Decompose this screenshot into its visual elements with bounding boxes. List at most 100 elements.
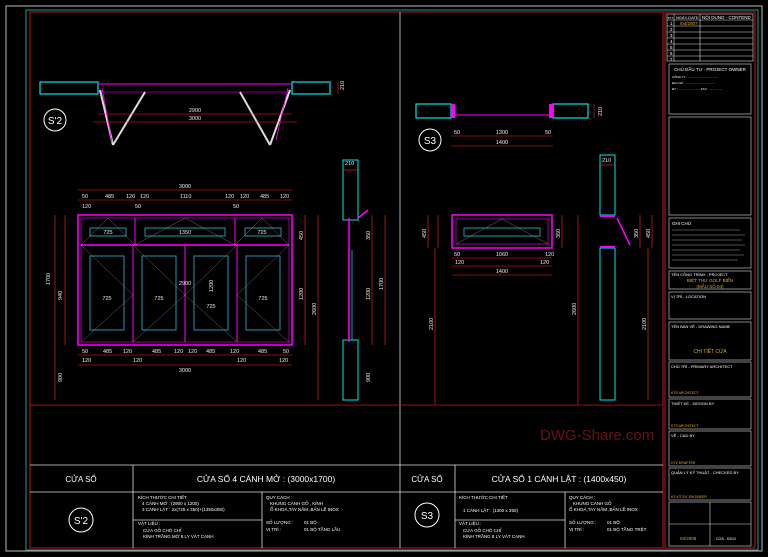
- s2-pane-label: 725: [206, 304, 215, 310]
- s2-plan-view: [39, 81, 339, 146]
- sheet-number: CỬA - S3/10: [716, 536, 736, 541]
- checked-name: KS KỸ SƯ ENGINEER: [671, 494, 707, 499]
- s2-material-line: CỬA GỖ CHÒ CHỈ: [143, 527, 182, 533]
- s2-section-dim: 350: [366, 231, 372, 240]
- s2-dim-bottom: 485: [258, 349, 267, 355]
- s2-dim-bottom: 485: [206, 349, 215, 355]
- s3-elev-dim: 2100: [429, 318, 435, 330]
- s2-location-label: VỊ TRÍ :: [266, 526, 281, 532]
- s2-legend-tag: S'2: [74, 516, 89, 527]
- s3-spec-line: Ổ KHOÁ,TAY NẮM ,BẢN LỀ INOX: [569, 505, 638, 512]
- design-name: KTS ARCHITECT: [671, 424, 699, 428]
- drawing-frame: [29, 11, 664, 549]
- owner-label: CHỦ ĐẦU TƯ - PROJECT OWNER: [674, 66, 746, 72]
- s2-plan-dim-3000: 3000: [189, 116, 201, 122]
- s2-dim-top: 120: [82, 204, 91, 210]
- s2-dim-overall-bottom: 3000: [179, 368, 191, 374]
- drawing-label: TÊN BẢN VẼ - DRAWING NAME: [671, 324, 731, 329]
- legend-table: [30, 464, 663, 548]
- title-block-lines: [666, 13, 754, 547]
- revision-row-date: /04/2007: [680, 21, 698, 26]
- s3-plan-dim: 210: [598, 107, 604, 116]
- s3-elev-dim: 350: [556, 229, 562, 238]
- s2-tag-circle: [43, 108, 67, 132]
- revision-row-number: 4: [670, 39, 673, 44]
- s3-elev-dim: 2600: [572, 303, 578, 315]
- s2-dim-top: 120: [240, 194, 249, 200]
- s2-dim-right: 1200: [299, 288, 305, 300]
- s2-dim-top: 120: [280, 194, 289, 200]
- s2-detail-line: 3 CÁNH LẬT : 2x(725 x 350)+(1350x350): [142, 506, 225, 512]
- s2-material-heading: VẬT LIỆU :: [138, 519, 160, 526]
- s3-plan-view: [415, 103, 595, 147]
- project-label: TÊN CÔNG TRÌNH - PROJECT: [671, 272, 728, 277]
- s2-dim-top: 50: [233, 204, 239, 210]
- s2-section-dim: 210: [345, 161, 354, 167]
- s2-dim-bottom: 50: [283, 349, 289, 355]
- watermark: DWG-Share.com: [540, 427, 654, 444]
- s2-dim-bottom: 120: [188, 349, 197, 355]
- location-label: VỊ TRÍ - LOCATION: [671, 294, 706, 299]
- s3-elev-dim: 450: [422, 229, 428, 238]
- s2-dim-left: 940: [58, 291, 64, 300]
- s2-spec-line: KHUNG CÁNH GỖ , KÍNH: [270, 500, 323, 506]
- s3-quantity: 01 BỘ: [607, 519, 620, 525]
- s2-dim-top: 50: [82, 194, 88, 200]
- s2-quantity-label: SỐ LƯỢNG :: [266, 519, 293, 525]
- s2-dim-bottom: 50: [82, 349, 88, 355]
- project-name: BIỆT THỰ GOLF BIỂN: [687, 276, 733, 283]
- s2-detail-heading: KÍCH THƯỚC CHI TIẾT: [138, 494, 187, 500]
- s2-dim-top: 120: [225, 194, 234, 200]
- s3-category: CỬA SỔ: [411, 475, 442, 484]
- s2-dim-top: 1110: [180, 194, 191, 200]
- s2-dim-bottom: 120: [133, 358, 142, 364]
- s2-quantity: 01 BỘ: [304, 519, 317, 525]
- s2-dim-bottom: 120: [123, 349, 132, 355]
- s3-spec-heading: QUY CÁCH :: [569, 494, 595, 500]
- s3-elev-dim: 120: [545, 252, 554, 258]
- revision-header: NGÀY-DATE: [676, 15, 699, 20]
- s2-pane-height: 1200: [209, 280, 215, 292]
- s3-location: 01 BỘ TẦNG TRỆT: [607, 525, 647, 532]
- s2-dim-bottom: 120: [279, 358, 288, 364]
- s3-section-dim: 210: [602, 158, 611, 164]
- notes-text-lines: [672, 229, 745, 261]
- s2-dim-bottom: 485: [103, 349, 112, 355]
- s3-plan-dim: 50: [454, 130, 460, 136]
- s2-material-line: KÍNH TRẮNG MỜ 8 LY VÁT CẠNH: [143, 532, 214, 539]
- revision-row-number: 3: [670, 33, 673, 38]
- revision-row-number: 1: [670, 21, 673, 26]
- architect-name: KTS ARCHITECT: [671, 391, 699, 395]
- outer-border: [5, 5, 763, 552]
- s2-dim-top: 485: [105, 194, 114, 200]
- title-block-frame: [664, 11, 756, 549]
- architect-label: CHỦ TRÌ - PRIMARY ARCHITECT: [671, 364, 733, 369]
- s3-section-view: [599, 154, 653, 401]
- owner-line: ĐỊA CHỈ : ..............................…: [672, 80, 716, 85]
- s2-dim-top: 120: [140, 194, 149, 200]
- s3-plan-dim: 1300: [496, 130, 508, 136]
- s3-material-line: CỬA GỖ CHÒ CHỈ: [463, 527, 502, 533]
- s3-legend-tag: S3: [421, 511, 434, 522]
- s2-elevation: [54, 189, 319, 400]
- s3-plan-tag: S3: [424, 136, 437, 147]
- s3-section-dim: 2100: [642, 318, 648, 330]
- cad-label: VẼ - CAD BY: [671, 433, 695, 438]
- s2-section-dim: 1200: [366, 288, 372, 300]
- design-label: THIẾT KẾ - DESIGN BY: [671, 401, 715, 406]
- s2-plan-dim-2900: 2900: [189, 108, 201, 114]
- s2-dim-bottom: 485: [152, 349, 161, 355]
- s2-spec-heading: QUY CÁCH :: [266, 494, 292, 500]
- s2-dim-right: 2600: [312, 303, 318, 315]
- s2-dim-bottom: 120: [82, 358, 91, 364]
- s2-dim-top: 120: [126, 194, 135, 200]
- s3-spec-line: KHUNG CÁNH GỖ: [573, 500, 612, 506]
- s2-dim-bottom: 120: [174, 349, 183, 355]
- s3-quantity-label: SỐ LƯỢNG :: [569, 519, 596, 525]
- s3-elev-dim: 120: [455, 260, 464, 266]
- s2-detail-line: 4 CÁNH MỞ : (2900 x 1200): [142, 500, 199, 506]
- s3-detail-line: 1 CÁNH LẬT : (1300 x 350): [463, 507, 518, 513]
- s2-dim-top: 485: [260, 194, 269, 200]
- project-sub: (MẪU SỐ 04): [696, 283, 724, 289]
